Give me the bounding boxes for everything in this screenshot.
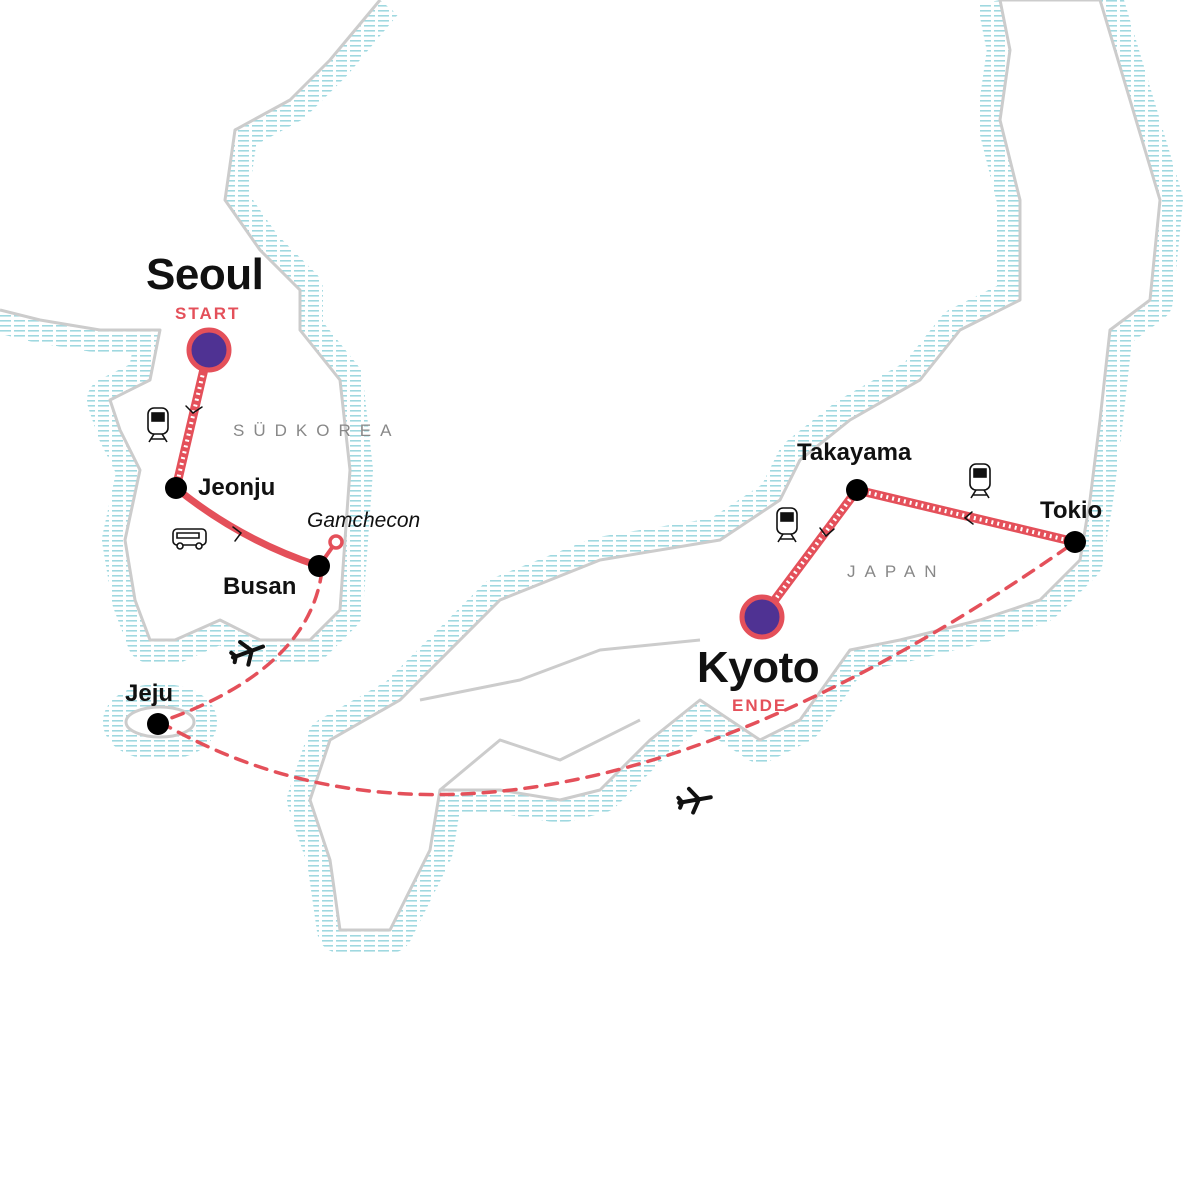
label-ende: ENDE [732, 696, 788, 715]
marker-seoul[interactable] [186, 327, 232, 373]
marker-busan[interactable] [308, 555, 330, 577]
bus-icon [172, 528, 207, 550]
marker-jeju[interactable] [147, 713, 169, 735]
marker-gamchecon[interactable] [328, 534, 344, 550]
label-country-japan: JAPAN [847, 562, 946, 581]
train-icon [147, 407, 169, 443]
marker-tokio[interactable] [1064, 531, 1086, 553]
routes [158, 347, 1080, 797]
route-busan-jeju-flight [158, 568, 324, 724]
route-seoul-jeonju-rail [171, 347, 213, 493]
train-icon [969, 463, 991, 499]
label-country-korea: SÜDKOREA [233, 421, 401, 440]
marker-takayama[interactable] [846, 479, 868, 501]
label-start: START [175, 304, 241, 323]
direction-arrows [185, 405, 974, 542]
land [0, 0, 1162, 932]
marker-jeonju[interactable] [165, 477, 187, 499]
train-icon [776, 507, 798, 543]
marker-kyoto[interactable] [739, 594, 785, 640]
plane-icon [229, 640, 266, 667]
label-jeonju: Jeonju [198, 474, 276, 501]
route-tokio-takayama-rail [852, 485, 1080, 547]
label-jeju: Jeju [125, 680, 174, 707]
label-kyoto: Kyoto [697, 643, 820, 692]
label-takayama: Takayama [797, 439, 912, 466]
label-seoul: Seoul [146, 250, 264, 299]
label-gamchecon: Gamchecon [307, 509, 421, 532]
label-busan: Busan [223, 573, 297, 600]
plane-icon [676, 786, 713, 815]
label-tokio: Tokio [1040, 497, 1103, 524]
markers [147, 327, 1086, 735]
route-jeju-tokio-flight [158, 540, 1077, 797]
route-takayama-kyoto-rail [757, 485, 862, 622]
route-jeonju-busan-bus [172, 484, 323, 570]
